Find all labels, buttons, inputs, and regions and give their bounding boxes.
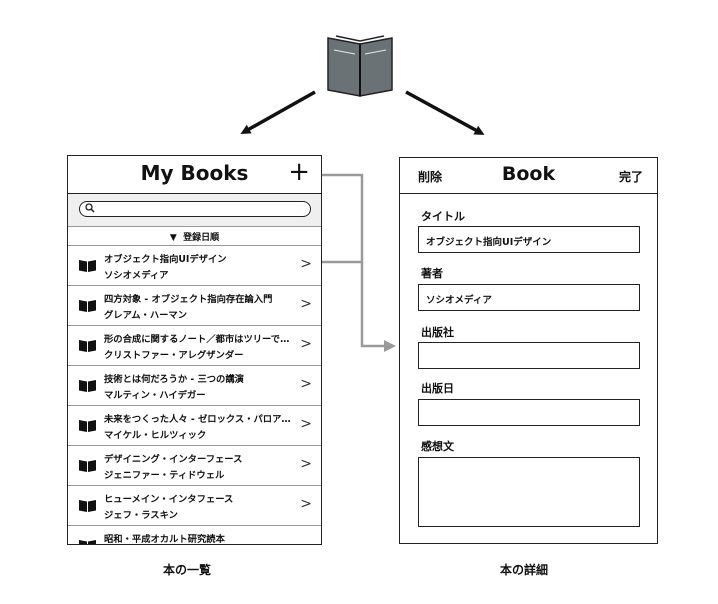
review-textarea[interactable] — [418, 457, 640, 527]
author-field[interactable]: ソシオメディア — [418, 284, 640, 311]
sort-header[interactable]: ▼ 登録日順 — [68, 227, 321, 246]
book-icon — [79, 337, 96, 352]
book-title: ヒューメイン・インタフェース — [104, 494, 234, 505]
book-detail-screen: 削除 Book 完了 タイトル オブジェクト指向UIデザイン 著者 ソシオメディ… — [399, 157, 658, 544]
chevron-right-icon: > — [300, 336, 312, 352]
book-author: ソシオメディア — [104, 270, 169, 281]
book-row[interactable]: 未来をつくった人々 - ゼロックス・パロア… マイケル・ヒルツィック > — [68, 406, 321, 446]
search-icon — [85, 203, 95, 213]
book-row[interactable]: ヒューメイン・インタフェースジェフ・ラスキン > — [68, 486, 321, 526]
chevron-right-icon: > — [300, 456, 312, 472]
chevron-right-icon: > — [300, 496, 312, 512]
chevron-right-icon: > — [300, 376, 312, 392]
field-label-publisher: 出版社 — [421, 326, 454, 339]
field-label-author: 著者 — [421, 267, 443, 280]
search-bar — [68, 194, 321, 227]
book-title: 昭和・平成オカルト研究読本 — [104, 534, 225, 545]
detail-title: Book — [501, 163, 556, 185]
book-icon — [79, 297, 96, 312]
book-title: デザイニング・インターフェース — [104, 454, 243, 465]
chevron-right-icon: > — [300, 296, 312, 312]
add-button[interactable]: + — [288, 157, 310, 187]
book-icon — [79, 497, 96, 512]
book-row[interactable]: 技術とは何だろうか - 三つの講演マルティン・ハイデガー > — [68, 366, 321, 406]
author-field-value: ソシオメディア — [426, 295, 492, 306]
open-book-icon — [327, 35, 393, 97]
field-label-pubdate: 出版日 — [421, 382, 454, 395]
book-author: クリストファー・アレグザンダー — [104, 350, 244, 361]
arrow-to-list — [240, 90, 316, 134]
book-title: オブジェクト指向UIデザイン — [104, 254, 227, 265]
detail-header: 削除 Book 完了 — [400, 158, 657, 194]
connector-add-to-detail — [315, 173, 396, 352]
delete-button[interactable]: 削除 — [418, 170, 443, 184]
arrow-to-detail — [405, 90, 485, 135]
book-list-screen: My Books + ▼ 登録日順 オブジェクト指向UIデザインソシオメディア >… — [67, 155, 322, 545]
book-row[interactable]: 形の合成に関するノート／都市はツリーで… クリストファー・アレグザンダー > — [68, 326, 321, 366]
book-author: マイケル・ヒルツィック — [104, 430, 207, 441]
book-row[interactable]: オブジェクト指向UIデザインソシオメディア > — [68, 246, 321, 286]
triangle-down-icon: ▼ — [169, 233, 177, 243]
title-field-value: オブジェクト指向UIデザイン — [426, 237, 552, 248]
publisher-field[interactable] — [418, 342, 640, 369]
book-icon — [79, 377, 96, 392]
list-title: My Books — [140, 161, 249, 185]
book-row[interactable]: 四方対象 - オブジェクト指向存在論入門グレアム・ハーマン > — [68, 286, 321, 326]
title-field[interactable]: オブジェクト指向UIデザイン — [418, 226, 640, 253]
search-input[interactable] — [79, 201, 311, 217]
sort-label: 登録日順 — [183, 233, 220, 243]
book-icon — [79, 537, 96, 544]
book-author: ジェニファー・ティドウェル — [104, 470, 225, 481]
list-caption: 本の一覧 — [163, 563, 212, 577]
book-title: 未来をつくった人々 - ゼロックス・パロア… — [104, 414, 291, 425]
book-author: グレアム・ハーマン — [104, 310, 188, 321]
list-header: My Books + — [68, 156, 321, 194]
detail-caption: 本の詳細 — [500, 563, 549, 577]
book-list: オブジェクト指向UIデザインソシオメディア>四方対象 - オブジェクト指向存在論… — [68, 246, 321, 545]
book-icon — [79, 417, 96, 432]
field-label-title: タイトル — [421, 210, 465, 223]
book-row[interactable]: デザイニング・インターフェースジェニファー・ティドウェル > — [68, 446, 321, 486]
book-title: 技術とは何だろうか - 三つの講演 — [104, 374, 244, 385]
field-label-review: 感想文 — [421, 440, 454, 453]
chevron-right-icon: > — [300, 416, 312, 432]
pubdate-field[interactable] — [418, 399, 640, 426]
book-author: ジェフ・ラスキン — [104, 510, 178, 521]
book-title: 形の合成に関するノート／都市はツリーで… — [104, 334, 290, 345]
book-title: 四方対象 - オブジェクト指向存在論入門 — [104, 294, 273, 305]
book-icon — [79, 257, 96, 272]
book-icon — [79, 457, 96, 472]
done-button[interactable]: 完了 — [618, 170, 643, 184]
chevron-right-icon: > — [300, 256, 312, 272]
book-row[interactable]: 昭和・平成オカルト研究読本 — [68, 526, 321, 545]
book-author: マルティン・ハイデガー — [104, 390, 206, 401]
